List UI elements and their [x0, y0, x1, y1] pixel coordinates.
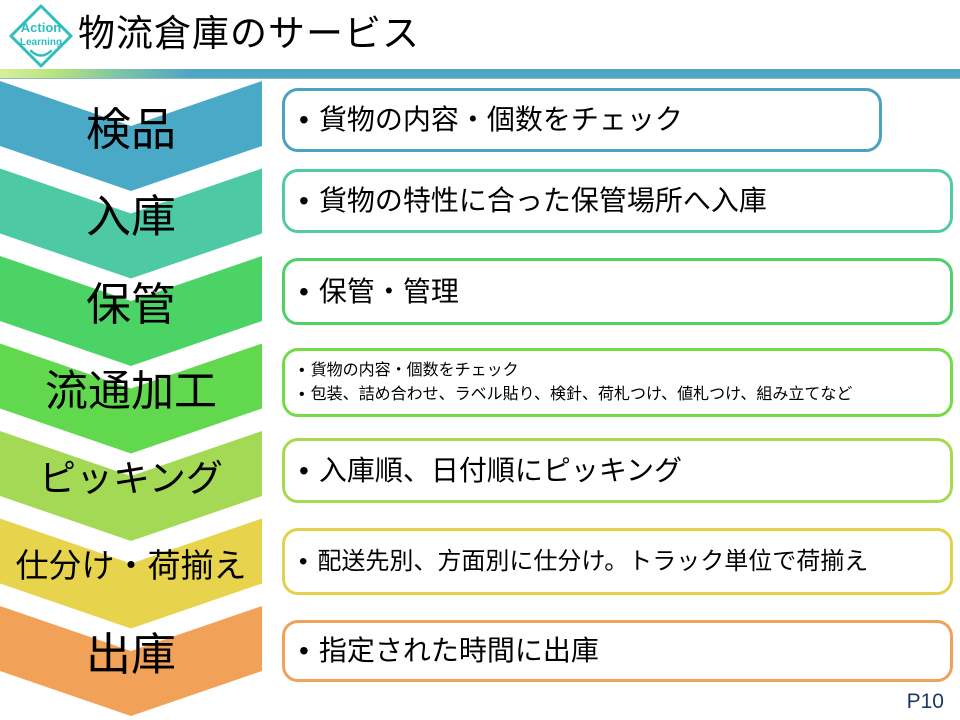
step-box-3: 貨物の内容・個数をチェック包装、詰め合わせ、ラベル貼り、検針、荷札つけ、値札つけ… — [282, 348, 953, 417]
chevron-step-1 — [0, 168, 262, 279]
action-learning-logo-icon: Action Learning — [9, 4, 73, 68]
logo-text-learning: Learning — [20, 37, 62, 48]
page-title: 物流倉庫のサービス — [78, 13, 420, 54]
chevron-step-6 — [0, 606, 262, 716]
page-number: P10 — [906, 690, 944, 713]
bullet-icon — [299, 180, 309, 222]
chevron-step-5 — [0, 518, 262, 629]
bullet-text: 貨物の内容・個数をチェック — [310, 361, 519, 379]
bullet-text: 入庫順、日付順にピッキング — [318, 454, 682, 486]
bullet-text: 配送先別、方面別に仕分け。トラック単位で荷揃え — [317, 547, 869, 575]
title-divider-bar — [0, 69, 960, 79]
bullet-line: 配送先別、方面別に仕分け。トラック単位で荷揃え — [299, 544, 940, 580]
chevron-step-0 — [0, 81, 262, 191]
chevron-step-3 — [0, 343, 262, 454]
step-box-6: 指定された時間に出庫 — [282, 620, 953, 682]
step-box-5: 配送先別、方面別に仕分け。トラック単位で荷揃え — [282, 528, 953, 595]
bullet-text: 包装、詰め合わせ、ラベル貼り、検針、荷札つけ、値札つけ、組み立てなど — [310, 385, 853, 403]
bullet-icon — [299, 630, 309, 672]
bullet-line: 貨物の特性に合った保管場所へ入庫 — [299, 180, 940, 222]
bullet-text: 貨物の特性に合った保管場所へ入庫 — [318, 185, 767, 216]
bullet-line: 保管・管理 — [299, 271, 940, 313]
bullet-text: 指定された時間に出庫 — [318, 635, 599, 666]
logo-text-action: Action — [21, 20, 62, 35]
bullet-icon — [299, 271, 309, 313]
process-chevron-column — [0, 81, 262, 716]
bullet-icon — [299, 383, 305, 407]
bullet-line: 指定された時間に出庫 — [299, 630, 940, 672]
bullet-icon — [299, 450, 309, 492]
bullet-line: 包装、詰め合わせ、ラベル貼り、検針、荷札つけ、値札つけ、組み立てなど — [299, 383, 940, 407]
chevron-step-2 — [0, 256, 262, 366]
step-box-1: 貨物の特性に合った保管場所へ入庫 — [282, 169, 953, 233]
step-box-4: 入庫順、日付順にピッキング — [282, 438, 953, 503]
bullet-icon — [299, 99, 309, 141]
bullet-line: 入庫順、日付順にピッキング — [299, 450, 940, 492]
bullet-line: 貨物の内容・個数をチェック — [299, 359, 940, 383]
chevron-step-4 — [0, 431, 262, 541]
bullet-icon — [299, 544, 307, 580]
bullet-line: 貨物の内容・個数をチェック — [299, 99, 869, 141]
step-box-2: 保管・管理 — [282, 258, 953, 325]
bullet-text: 貨物の内容・個数をチェック — [318, 104, 683, 135]
step-box-0: 貨物の内容・個数をチェック — [282, 88, 882, 152]
bullet-text: 保管・管理 — [318, 275, 459, 307]
bullet-icon — [299, 359, 305, 383]
